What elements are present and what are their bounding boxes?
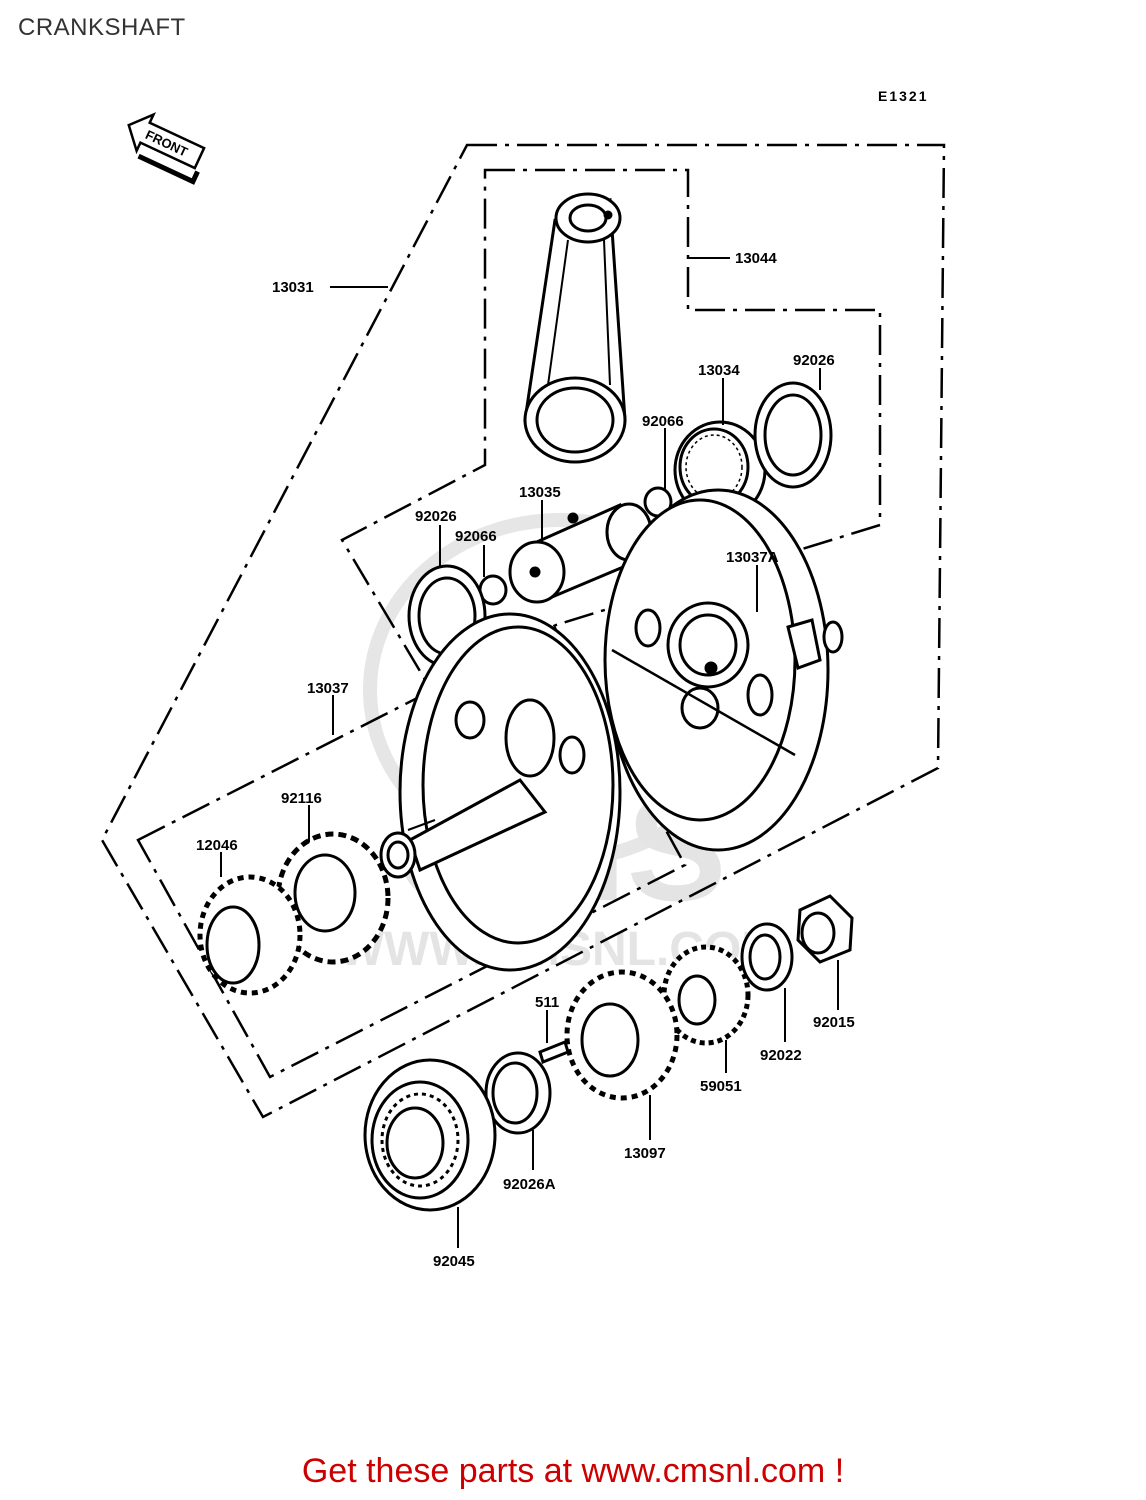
timing-gear: [197, 874, 303, 996]
part-label-13031[interactable]: 13031: [272, 279, 314, 296]
part-label-13037[interactable]: 13037: [307, 680, 349, 697]
part-label-92022[interactable]: 92022: [760, 1047, 802, 1064]
connecting-rod: [523, 192, 627, 464]
part-label-92026-top[interactable]: 92026: [793, 352, 835, 369]
leader-lines: [220, 257, 839, 1248]
outer-assembly-boundary: [100, 143, 946, 1119]
part-label-13044[interactable]: 13044: [735, 250, 777, 267]
part-label-92045[interactable]: 92045: [433, 1253, 475, 1270]
part-label-92066-right[interactable]: 92066: [642, 413, 684, 430]
part-label-92026-left[interactable]: 92026: [415, 508, 457, 525]
exploded-parts-diagram: CMS WWW.CMSNL.COM E1321 FRONT: [100, 88, 946, 1270]
diagram-code: E1321: [878, 88, 928, 104]
lock-washer: [740, 922, 794, 992]
footer-promo-link[interactable]: Get these parts at www.cmsnl.com !: [301, 1452, 845, 1490]
primary-gear: [564, 969, 680, 1101]
part-label-92026A[interactable]: 92026A: [503, 1176, 556, 1193]
part-label-13035[interactable]: 13035: [519, 484, 561, 501]
part-label-12046[interactable]: 12046: [196, 837, 238, 854]
part-label-13097[interactable]: 13097: [624, 1145, 666, 1162]
part-label-92015[interactable]: 92015: [813, 1014, 855, 1031]
small-gear: [661, 944, 751, 1046]
nut: [796, 894, 854, 964]
woodruff-key: [538, 1039, 570, 1065]
oil-seal: [484, 1051, 552, 1135]
ball-bearing: [363, 1058, 497, 1212]
part-label-59051[interactable]: 59051: [700, 1078, 742, 1095]
bearing-sprocket: [275, 831, 391, 965]
part-label-13037A[interactable]: 13037A: [726, 549, 779, 566]
part-label-92066-left[interactable]: 92066: [455, 528, 497, 545]
thrust-washer-right: [753, 381, 833, 489]
page-title: CRANKSHAFT: [18, 14, 186, 41]
part-label-511[interactable]: 511: [535, 994, 559, 1011]
flywheel-right: [603, 488, 844, 852]
flywheel-left: [379, 612, 622, 972]
part-label-92116[interactable]: 92116: [281, 790, 322, 807]
front-arrow-icon: FRONT: [127, 112, 206, 185]
part-label-13034[interactable]: 13034: [698, 362, 740, 379]
